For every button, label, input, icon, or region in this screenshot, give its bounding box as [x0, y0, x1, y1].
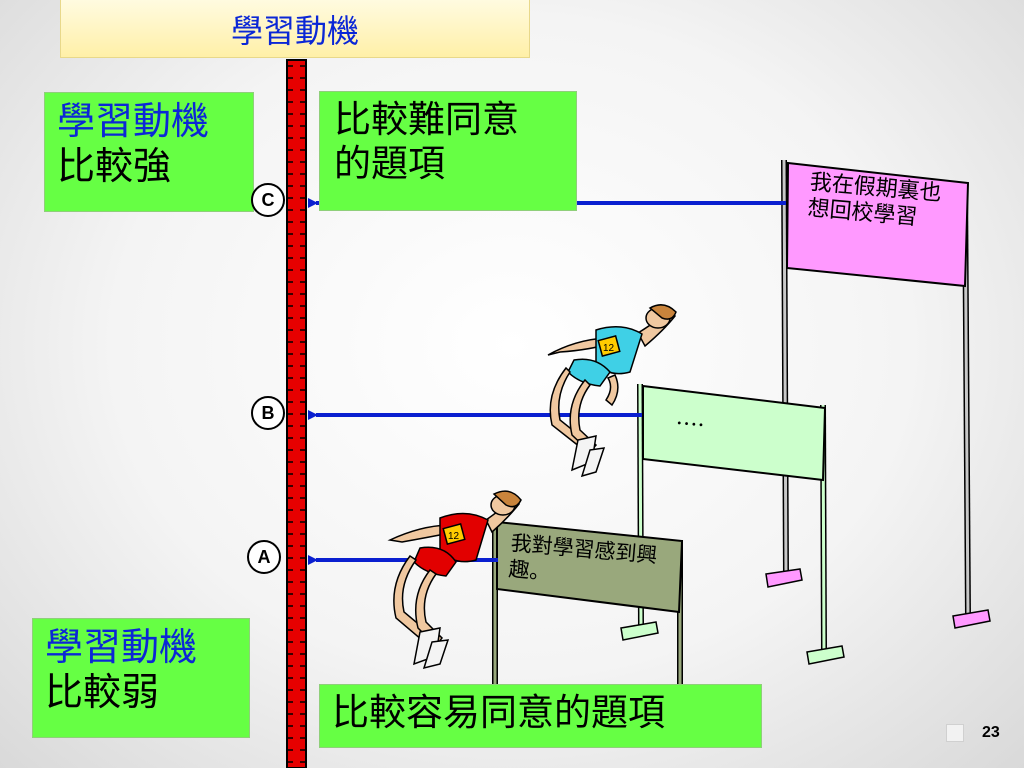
hurdle-high-foot-left: [765, 568, 803, 588]
hurdle-mid: [620, 383, 845, 665]
weak-motivation-box: 學習動機 比較弱: [32, 618, 250, 738]
jumper-low: 12: [387, 490, 522, 670]
page-number-square: [946, 724, 964, 742]
hard-box-line2: 的題項: [334, 141, 445, 185]
weak-box-line2: 比較弱: [45, 669, 160, 714]
easy-items-box: 比較容易同意的題項: [319, 684, 762, 748]
page-number: 23: [982, 724, 1000, 741]
strong-box-line1: 學習動機: [57, 99, 210, 143]
hurdle-high-foot-right: [952, 609, 991, 629]
strong-motivation-box: 學習動機 比較強: [44, 92, 254, 212]
marker-c: C: [251, 183, 285, 217]
easy-box-text: 比較容易同意的題項: [332, 691, 665, 734]
slide-title: 學習動機: [60, 0, 530, 58]
sign-low-board: [496, 520, 684, 614]
bib-number-high: 12: [603, 343, 615, 354]
hard-box-line1: 比較難同意: [334, 98, 519, 141]
sign-mid-text: ….: [674, 404, 707, 433]
sign-mid-board: [642, 384, 827, 482]
pole-ticks: [287, 65, 306, 763]
weak-box-line1: 學習動機: [45, 625, 198, 669]
sign-high-board: [785, 161, 970, 288]
strong-box-line2: 比較強: [57, 143, 172, 188]
measuring-pole: [286, 59, 307, 768]
hurdle-high: [765, 159, 991, 629]
hurdle-low: [492, 520, 684, 690]
bib-number-low: 12: [448, 531, 460, 542]
marker-b: B: [251, 396, 285, 430]
marker-a: A: [247, 540, 281, 574]
hard-items-box: 比較難同意 的題項: [319, 91, 577, 211]
jumper-high: 12: [547, 304, 677, 478]
